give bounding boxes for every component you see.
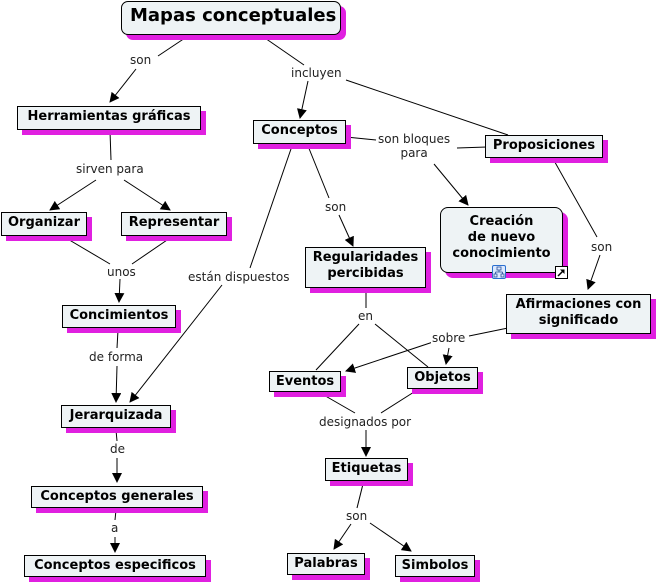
node-regularidades-percibidas[interactable]: Regularidades percibidas — [305, 247, 426, 288]
line-deforma-jerarquizada — [111, 365, 122, 403]
line-herramientas-sirven — [109, 130, 112, 161]
link-label-designados-por[interactable]: designados por — [318, 415, 413, 429]
shortcut-arrow-icon[interactable] — [555, 266, 568, 279]
link-label-estan-dispuestos[interactable]: están dispuestos — [187, 270, 291, 284]
node-organizar[interactable]: Organizar — [1, 212, 87, 236]
line-sobre-objetos — [442, 347, 453, 365]
node-eventos[interactable]: Eventos — [269, 371, 341, 392]
node-jerarquizada[interactable]: Jerarquizada — [61, 405, 171, 428]
root-node-title[interactable]: Mapas conceptuales — [121, 1, 341, 35]
line-bloques-creacion — [433, 163, 469, 206]
link-label-de[interactable]: de — [109, 442, 126, 456]
node-conceptos-generales[interactable]: Conceptos generales — [31, 486, 203, 508]
line-generales-a — [114, 509, 117, 521]
line-conceptos-estan — [249, 145, 293, 269]
line-en-objetos — [374, 323, 429, 368]
node-representar[interactable]: Representar — [121, 212, 227, 236]
line-conceptos-son — [307, 145, 330, 199]
line-objetos-designados — [380, 391, 415, 414]
line-sobre-eventos — [345, 341, 434, 373]
line-son-herramientas — [109, 68, 137, 103]
node-palabras[interactable]: Palabras — [287, 553, 365, 575]
line-organizar-unos — [65, 237, 111, 265]
link-label-son[interactable]: son — [129, 53, 153, 67]
line-etiquetas-son — [356, 483, 364, 509]
node-creacion-nuevo-conocimiento[interactable]: Creación de nuevo conocimiento — [440, 207, 563, 273]
line-afirmaciones-sobre — [468, 327, 509, 337]
line-incluyen-proposiciones — [345, 79, 509, 136]
link-label-de-forma[interactable]: de forma — [88, 350, 145, 364]
line-estan-jerarquizada — [129, 284, 223, 403]
link-label-incluyen[interactable]: incluyen — [290, 66, 343, 80]
link-label-son[interactable]: son — [345, 509, 369, 523]
node-proposiciones[interactable]: Proposiciones — [485, 135, 603, 158]
link-label-sobre[interactable]: sobre — [431, 331, 467, 345]
line-en-eventos — [315, 323, 360, 371]
line-son-palabras — [333, 523, 352, 550]
node-etiquetas[interactable]: Etiquetas — [325, 458, 408, 481]
link-label-sirven-para[interactable]: sirven para — [75, 162, 145, 176]
link-label-en[interactable]: en — [357, 309, 374, 323]
line-title-incluyen — [261, 35, 305, 66]
node-concimientos[interactable]: Concimientos — [62, 305, 176, 328]
concept-map-link-icon[interactable] — [492, 265, 506, 279]
line-conceptos-bloques — [345, 136, 377, 141]
link-label-son[interactable]: son — [590, 240, 614, 254]
line-concimientos-deforma — [116, 329, 119, 349]
line-incluyen-conceptos — [297, 80, 309, 119]
node-conceptos[interactable]: Conceptos — [253, 120, 346, 144]
line-proposiciones-son — [551, 156, 598, 238]
node-simbolos[interactable]: Simbolos — [395, 555, 475, 577]
line-sirven-organizar — [49, 179, 97, 211]
line-sirven-representar — [123, 179, 171, 211]
link-label-son-bloques-para[interactable]: son bloques para — [377, 132, 452, 160]
node-afirmaciones-con-significado[interactable]: Afirmaciones con significado — [506, 294, 651, 334]
line-eventos-designados — [321, 393, 356, 414]
line-bloques-proposiciones — [456, 146, 488, 149]
link-label-unos[interactable]: unos — [106, 265, 137, 279]
line-title-son — [157, 35, 189, 57]
link-label-son[interactable]: son — [324, 200, 348, 214]
node-conceptos-especificos[interactable]: Conceptos especificos — [24, 555, 206, 577]
line-son-regularidades — [338, 214, 354, 247]
link-label-a[interactable]: a — [110, 521, 120, 535]
line-representar-unos — [131, 237, 171, 265]
line-jerarquizada-de — [115, 429, 118, 442]
line-son-afirmaciones — [586, 254, 601, 290]
line-unos-concimientos — [114, 278, 125, 303]
node-herramientas-graficas[interactable]: Herramientas gráficas — [17, 106, 201, 130]
line-son-simbolos — [369, 522, 412, 552]
node-objetos[interactable]: Objetos — [407, 367, 478, 389]
